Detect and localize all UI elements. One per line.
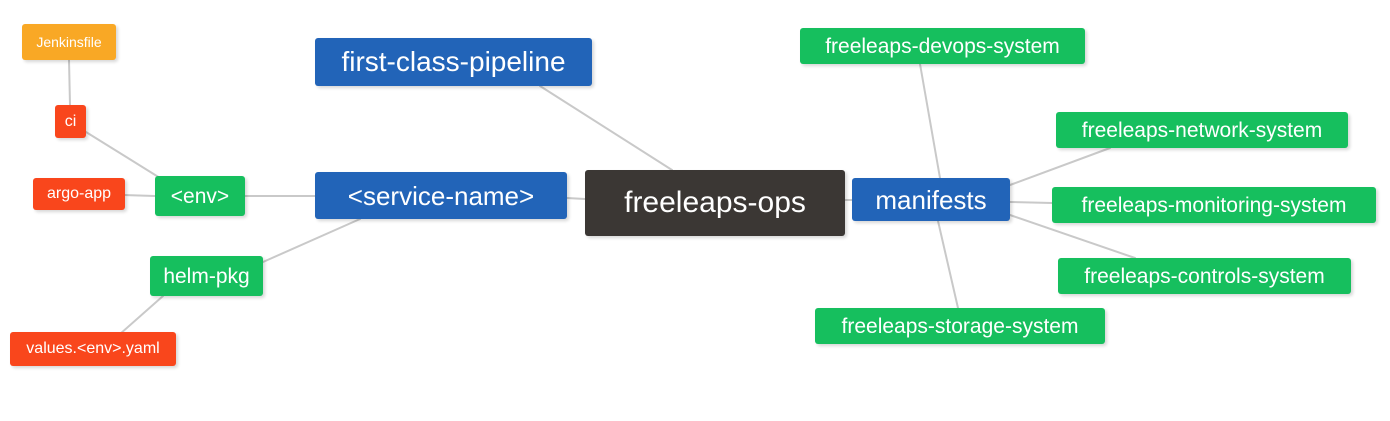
node-label-storage: freeleaps-storage-system <box>841 314 1079 338</box>
edge-devops-to-manifests <box>919 63 941 179</box>
node-root[interactable]: freeleaps-ops <box>585 170 845 236</box>
node-label-network: freeleaps-network-system <box>1081 118 1323 142</box>
node-storage[interactable]: freeleaps-storage-system <box>815 308 1105 344</box>
node-network[interactable]: freeleaps-network-system <box>1056 112 1348 148</box>
node-label-controls: freeleaps-controls-system <box>1084 264 1325 288</box>
edge-manifests-to-monitoring <box>1009 201 1053 204</box>
node-label-root: freeleaps-ops <box>624 186 806 219</box>
node-label-service-name: <service-name> <box>347 180 535 211</box>
node-env[interactable]: <env> <box>155 176 245 216</box>
node-service-name[interactable]: <service-name> <box>315 172 567 219</box>
node-argo-app[interactable]: argo-app <box>33 178 125 210</box>
edge-argo-app-to-env <box>124 194 156 197</box>
node-label-pipeline: first-class-pipeline <box>341 46 566 77</box>
edge-pipeline-to-root <box>539 85 673 171</box>
node-label-monitoring: freeleaps-monitoring-system <box>1081 193 1347 217</box>
node-manifests[interactable]: manifests <box>852 178 1010 221</box>
edge-ci-to-env <box>85 131 161 179</box>
node-helm-pkg[interactable]: helm-pkg <box>150 256 263 296</box>
edge-service-name-to-helm-pkg <box>262 218 361 263</box>
node-label-manifests: manifests <box>875 184 987 215</box>
node-devops[interactable]: freeleaps-devops-system <box>800 28 1085 64</box>
node-controls[interactable]: freeleaps-controls-system <box>1058 258 1351 294</box>
node-ci[interactable]: ci <box>55 105 86 138</box>
node-label-argo-app: argo-app <box>46 185 112 202</box>
node-label-env: <env> <box>170 184 230 208</box>
edge-helm-pkg-to-values-yaml <box>119 295 164 335</box>
edge-manifests-to-storage <box>937 220 959 309</box>
edge-jenkinsfile-to-ci <box>68 59 71 106</box>
node-values-yaml[interactable]: values.<env>.yaml <box>10 332 176 366</box>
node-label-helm-pkg: helm-pkg <box>163 264 250 288</box>
node-label-ci: ci <box>64 112 77 130</box>
node-pipeline[interactable]: first-class-pipeline <box>315 38 592 86</box>
edge-service-name-to-root <box>566 197 586 200</box>
node-label-jenkinsfile: Jenkinsfile <box>36 34 102 50</box>
node-jenkinsfile[interactable]: Jenkinsfile <box>22 24 116 60</box>
node-label-values-yaml: values.<env>.yaml <box>26 340 160 357</box>
node-label-devops: freeleaps-devops-system <box>825 34 1060 58</box>
edge-manifests-to-network <box>1009 147 1111 186</box>
node-monitoring[interactable]: freeleaps-monitoring-system <box>1052 187 1376 223</box>
